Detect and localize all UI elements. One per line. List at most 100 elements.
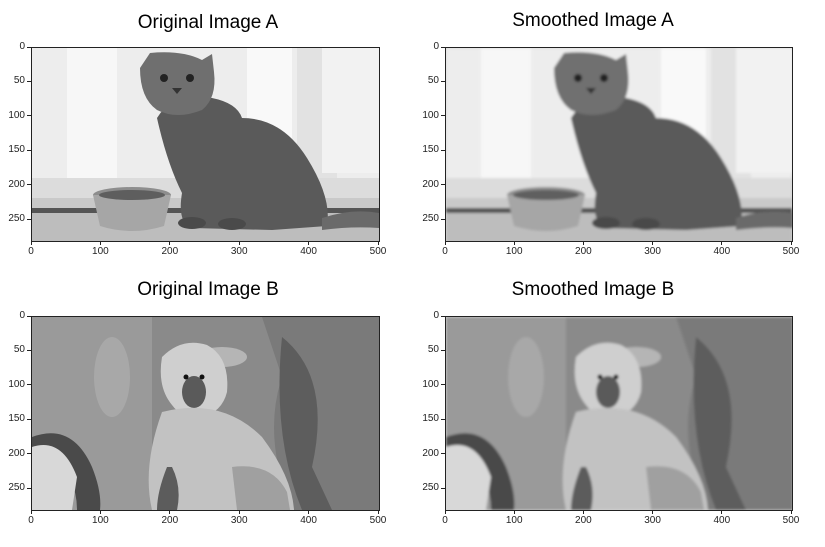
cat-photo [32,48,379,241]
x-tick-label: 100 [92,246,109,257]
x-tick-label: 0 [28,515,34,526]
x-tick-label: 100 [505,515,523,526]
x-tick-label: 300 [230,515,248,526]
y-tick-label: 250 [8,213,25,225]
image-axes [31,47,380,242]
x-tick-label: 0 [442,515,448,526]
x-tick-mark [30,241,32,245]
x-tick-label: 400 [300,515,317,526]
y-tick-label: 50 [13,75,25,87]
y-tick-mark [27,115,31,117]
x-tick-mark [238,510,240,514]
x-tick-label: 0 [442,246,448,257]
y-tick-label: 50 [13,344,25,356]
y-tick-label: 150 [422,413,439,425]
x-tick-mark [444,510,446,514]
x-tick-mark [444,241,446,245]
panel-title: Smoothed Image A [512,10,674,31]
x-tick-mark [308,241,310,245]
y-tick-label: 200 [422,447,439,459]
cat-photo [446,48,792,241]
x-tick-mark [582,241,584,245]
y-tick-mark [27,184,31,186]
y-tick-mark [27,315,31,317]
y-tick-mark [441,384,445,386]
image-axes [445,316,793,511]
y-tick-label: 150 [8,144,25,156]
x-tick-label: 400 [713,246,731,257]
x-tick-mark [513,510,515,514]
x-tick-label: 400 [713,515,731,526]
y-tick-label: 100 [8,378,25,390]
y-tick-label: 200 [8,447,25,459]
x-tick-mark [377,241,379,245]
y-tick-mark [441,46,445,48]
x-tick-mark [238,241,240,245]
x-tick-label: 300 [644,246,661,257]
y-tick-label: 0 [433,310,439,321]
x-tick-label: 200 [161,515,179,526]
y-tick-mark [441,315,445,317]
x-tick-mark [308,510,310,514]
x-tick-label: 500 [369,246,387,257]
y-tick-label: 200 [422,178,439,190]
image-axes [445,47,793,242]
x-tick-label: 300 [230,246,248,257]
y-tick-label: 150 [8,413,25,425]
x-tick-mark [169,241,171,245]
x-tick-mark [582,510,584,514]
y-tick-label: 100 [8,109,25,121]
baboon-photo [32,317,379,510]
x-tick-label: 200 [575,515,592,526]
y-tick-label: 250 [422,213,439,225]
x-tick-mark [790,241,792,245]
x-tick-label: 400 [300,246,317,257]
y-tick-mark [27,384,31,386]
y-tick-mark [27,418,31,420]
x-tick-label: 200 [575,246,592,257]
y-tick-mark [27,46,31,48]
y-tick-mark [441,149,445,151]
x-tick-mark [30,510,32,514]
panel-title: Smoothed Image B [511,279,675,300]
x-tick-mark [652,241,654,245]
y-tick-mark [27,80,31,82]
baboon-photo [446,317,792,510]
x-tick-label: 200 [161,246,179,257]
x-tick-mark [99,241,101,245]
x-tick-mark [652,510,654,514]
y-tick-mark [441,115,445,117]
x-tick-label: 300 [644,515,661,526]
y-tick-mark [441,418,445,420]
x-tick-label: 100 [92,515,109,526]
y-tick-label: 250 [8,482,25,494]
x-tick-mark [790,510,792,514]
y-tick-mark [441,184,445,186]
y-tick-label: 50 [427,344,439,356]
x-tick-mark [721,241,723,245]
y-tick-label: 0 [19,310,25,321]
panel-title: Original Image A [137,12,279,33]
y-tick-mark [441,453,445,455]
y-tick-mark [441,218,445,220]
image-axes [31,316,380,511]
x-tick-label: 500 [369,515,387,526]
y-tick-mark [27,218,31,220]
x-tick-label: 0 [28,246,34,257]
y-tick-mark [441,487,445,489]
x-tick-mark [377,510,379,514]
x-tick-mark [169,510,171,514]
y-tick-mark [27,149,31,151]
y-tick-label: 200 [8,178,25,190]
y-tick-label: 250 [422,482,439,494]
x-tick-label: 500 [782,246,800,257]
y-tick-mark [27,349,31,351]
x-tick-mark [513,241,515,245]
y-tick-label: 0 [433,41,439,52]
y-tick-mark [27,453,31,455]
y-tick-mark [27,487,31,489]
x-tick-label: 500 [782,515,800,526]
y-tick-mark [441,80,445,82]
y-tick-label: 0 [19,41,25,52]
y-tick-mark [441,349,445,351]
